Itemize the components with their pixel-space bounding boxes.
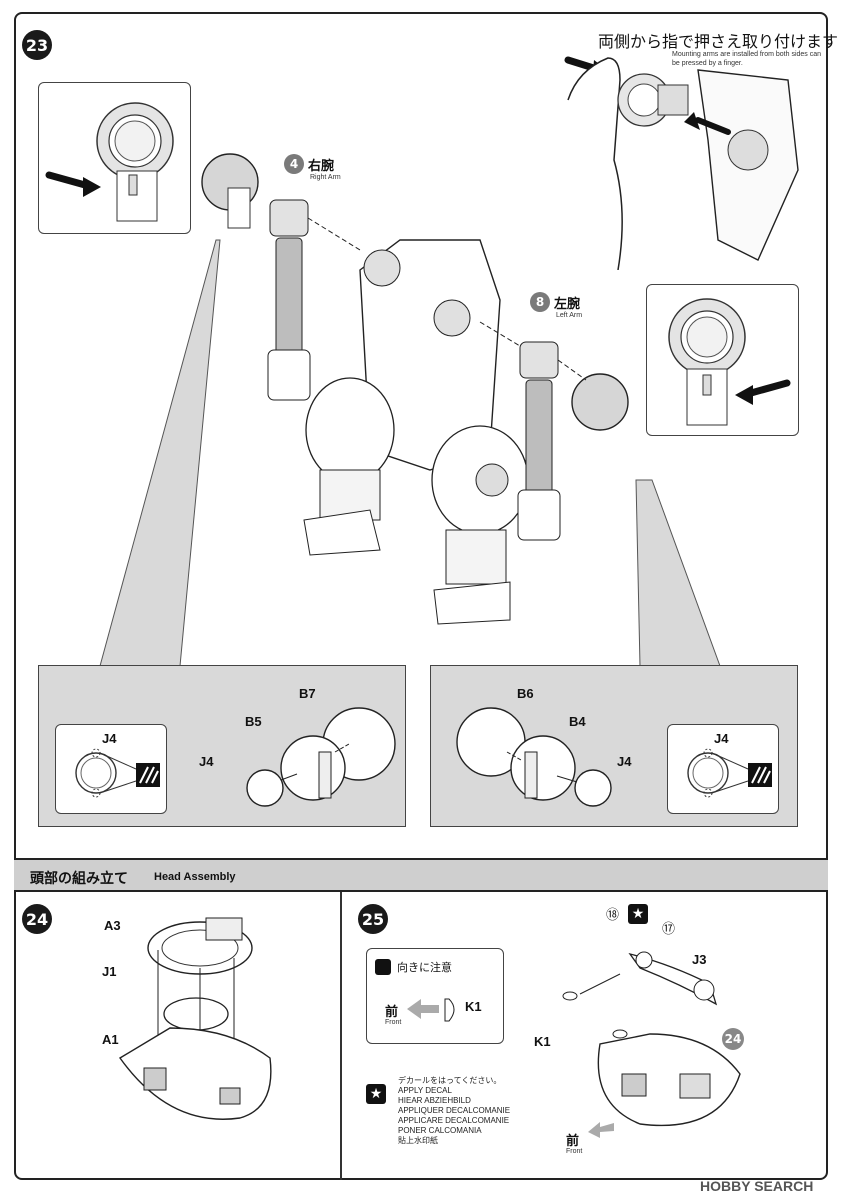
left-arm-jp: 左腕 [554,296,581,312]
panel-left-arm-parts: J4 B7 B5 J4 [38,665,406,827]
detail-box-right [646,284,799,436]
part-a3: A3 [104,918,121,933]
decal-line: HIEAR ABZIEHBILD [398,1096,471,1105]
head-assembly-illustration [118,917,272,1120]
right-arm-en: Right Arm [310,174,341,181]
front-bottom-jp: 前 [566,1134,580,1149]
detail-box-left-top [38,82,191,234]
front-bottom-arrow-icon [588,1122,614,1138]
part-j4-left: J4 [199,754,214,769]
arm-joint-exploded-right [456,707,612,807]
ref-step-24: 24 [722,1028,744,1050]
front-arrow-icon [407,998,455,1022]
j4-ring-illustration [75,748,160,798]
j4-inset-right: J4 [667,724,779,814]
part-b5: B5 [245,714,262,729]
decal-18: ⑱ [606,908,620,923]
part-j4-right: J4 [617,754,632,769]
part-k1: K1 [534,1034,551,1049]
left-arm-en: Left Arm [556,312,583,319]
j4-small-left: J4 [102,731,117,746]
step-23-number: 23 [22,30,52,60]
right-arm-number: 4 [284,154,304,174]
hand-press-illustration [564,56,799,270]
decal-line: PONER CALCOMANIA [398,1126,482,1135]
shoulder-detail-illustration [45,102,174,222]
head-title-en: Head Assembly [154,871,236,883]
j4-ring-illustration-right [687,748,772,798]
note-en: Mounting arms are installed from both si… [672,51,822,67]
page-frame [14,12,828,1180]
watermark: HOBBY SEARCH [700,1178,814,1194]
part-b6: B6 [517,686,534,701]
decal-line: APPLICARE DECALCOMANIE [398,1116,510,1125]
step-divider [340,892,342,1180]
right-arm-label: 4 右腕 [284,154,334,174]
shoulder-detail-illustration-right [668,298,791,426]
caution-jp: 向きに注意 [397,961,452,974]
decal-line: APPLIQUER DECALCOMANIE [398,1106,511,1115]
j4-small-right: J4 [714,731,729,746]
right-arm-jp: 右腕 [308,158,335,174]
decal-instructions: デカールをはってください。 APPLY DECAL HIEAR ABZIEHBI… [398,1076,510,1146]
front-jp: 前 [385,1005,399,1020]
decal-17: ⑰ [662,922,676,937]
callout-wedges [99,239,721,667]
head-visor-illustration [562,951,741,1127]
part-j3: J3 [692,952,707,967]
j4-inset-left: J4 [55,724,167,814]
part-b7: B7 [299,686,316,701]
star-decal-icon: ★ [366,1084,386,1104]
note-jp: 両側から指で押さえ取り付けます [598,32,839,51]
head-title-jp: 頭部の組み立て [30,871,128,887]
star-decal-icon-2: ★ [628,904,648,924]
robot-body-illustration [201,153,629,625]
k1-caution: K1 [465,999,482,1014]
head-assembly-bar: 頭部の組み立て Head Assembly [14,858,828,892]
part-a1: A1 [102,1032,119,1047]
left-arm-number: 8 [530,292,550,312]
front-bottom-en: Front [566,1148,583,1155]
left-arm-label: 8 左腕 [530,292,580,312]
arm-joint-exploded-left [246,707,396,807]
decal-line: APPLY DECAL [398,1086,452,1095]
decal-line: デカールをはってください。 [398,1076,502,1085]
front-en: Front [385,1019,402,1026]
pen-icon [375,959,391,975]
caution-box: 向きに注意 前 Front K1 [366,948,504,1044]
step-25-number: 25 [358,904,388,934]
panel-right-arm-parts: B6 B4 J4 J4 [430,665,798,827]
step-24-number: 24 [22,904,52,934]
decal-line: 貼上水印紙 [398,1136,438,1145]
part-j1: J1 [102,964,117,979]
part-b4: B4 [569,714,586,729]
